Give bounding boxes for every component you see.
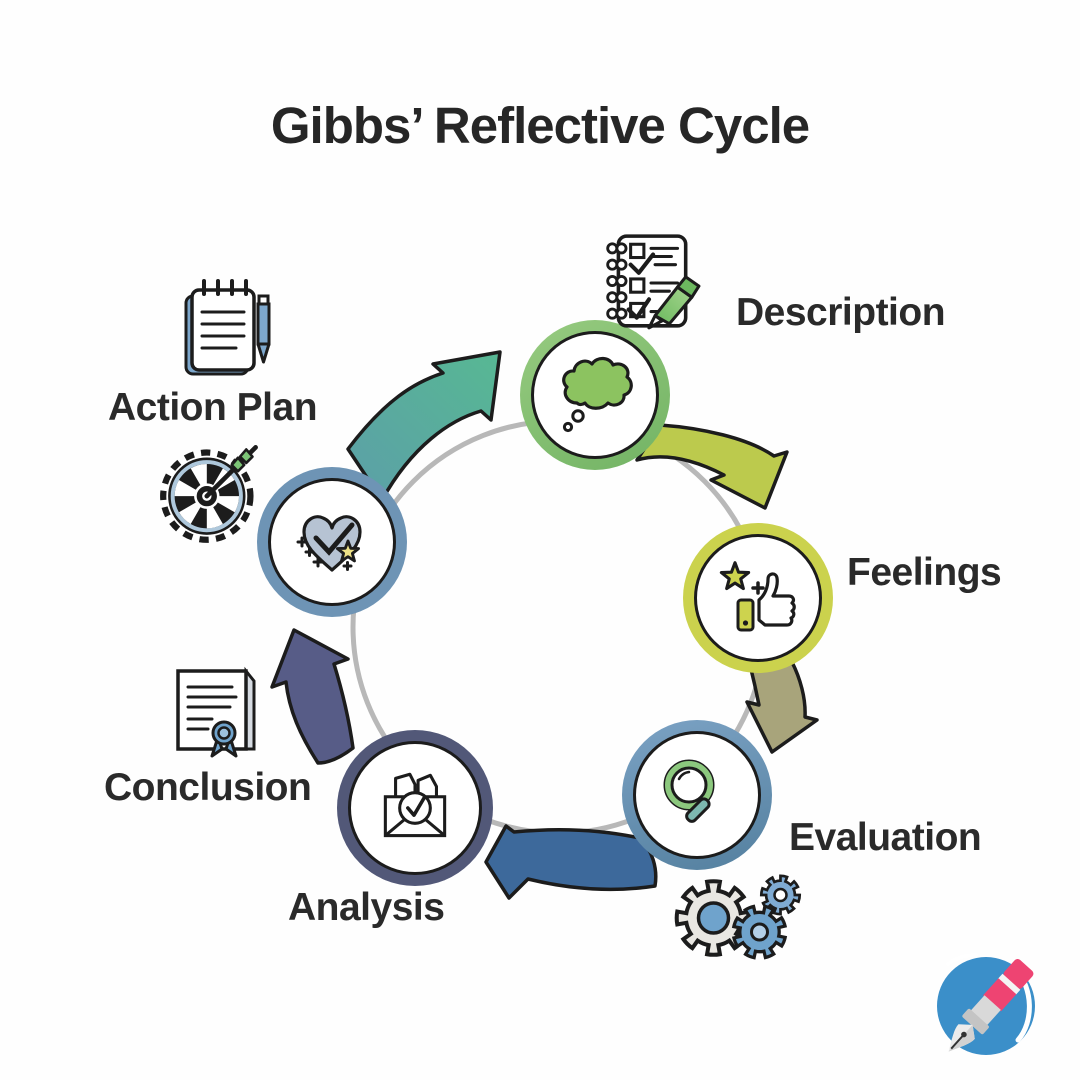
action-plan-node <box>257 467 407 617</box>
arrow-feelings-to-evaluation <box>745 657 819 754</box>
analysis-node <box>337 730 493 886</box>
stage-label-analysis: Analysis <box>288 886 445 929</box>
envelope-check-icon <box>383 772 447 838</box>
stage-label-action-plan: Action Plan <box>108 386 318 429</box>
arrow-evaluation-to-analysis <box>484 824 658 900</box>
feelings-node <box>683 523 833 673</box>
stage-label-feelings: Feelings <box>847 551 1002 594</box>
arrow-analysis-to-action-plan <box>270 628 355 765</box>
page-title: Gibbs’ Reflective Cycle <box>270 97 810 154</box>
description-node <box>520 320 670 470</box>
thought-bubble-icon <box>562 356 633 433</box>
arrow-description-to-feelings <box>635 423 789 510</box>
notepad-pen-icon <box>178 278 278 378</box>
certificate-icon <box>168 660 268 762</box>
stage-label-description: Description <box>736 291 946 334</box>
checklist-notepad-icon <box>598 230 702 334</box>
arrow-action-plan-to-description <box>346 350 502 502</box>
gears-icon <box>666 870 804 970</box>
stage-label-conclusion: Conclusion <box>104 766 312 809</box>
pen-logo-icon <box>920 948 1055 1066</box>
heart-check-icon <box>296 515 362 572</box>
stage-label-evaluation: Evaluation <box>789 816 982 859</box>
evaluation-node <box>622 720 772 870</box>
thumbs-up-icon <box>719 561 796 632</box>
dartboard-icon <box>156 438 268 546</box>
magnifying-glass-icon <box>663 759 715 823</box>
